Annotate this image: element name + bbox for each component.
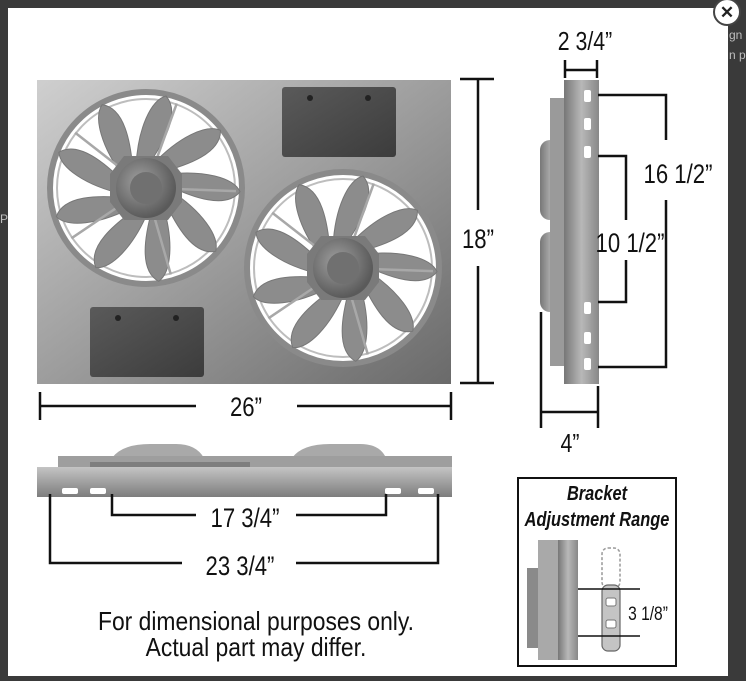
bracket-illustration — [527, 540, 621, 660]
side-view — [540, 80, 599, 384]
bottom-view — [37, 444, 452, 497]
dim-bottom-inner: 17 3/4” — [211, 504, 280, 534]
dim-front-width: 26” — [230, 393, 262, 423]
fan-dimension-diagram: 26” 18” 2 3/4” 16 1/2” 10 — [37, 27, 713, 667]
disclaimer-line-2: Actual part may differ. — [146, 634, 367, 663]
dim-side-total: 16 1/2” — [644, 160, 713, 190]
bracket-range-dim: 3 1/8” — [628, 603, 668, 625]
dim-side-bottom-depth: 4” — [561, 429, 580, 459]
backdrop-text-3: P — [0, 212, 9, 226]
bracket-title-2: Adjustment Range — [524, 507, 670, 530]
disclaimer-line-1: For dimensional purposes only. — [98, 608, 414, 637]
backdrop-text-1: gn — [729, 28, 743, 42]
image-lightbox: 26” 18” 2 3/4” 16 1/2” 10 — [8, 8, 728, 676]
upper-fan — [50, 92, 242, 284]
close-icon: ✕ — [719, 2, 735, 22]
close-button[interactable]: ✕ — [713, 0, 741, 26]
bracket-title-1: Bracket — [567, 481, 628, 504]
dim-bottom-outer: 23 3/4” — [206, 552, 275, 582]
mount-plate-bottom — [90, 307, 204, 377]
backdrop-text-2: n p — [729, 48, 746, 62]
dim-side-inner: 10 1/2” — [596, 229, 665, 259]
lower-fan — [247, 172, 439, 364]
mount-plate-top — [282, 87, 396, 157]
dim-front-height: 18” — [462, 225, 494, 255]
dim-side-depth-top: 2 3/4” — [558, 27, 613, 57]
